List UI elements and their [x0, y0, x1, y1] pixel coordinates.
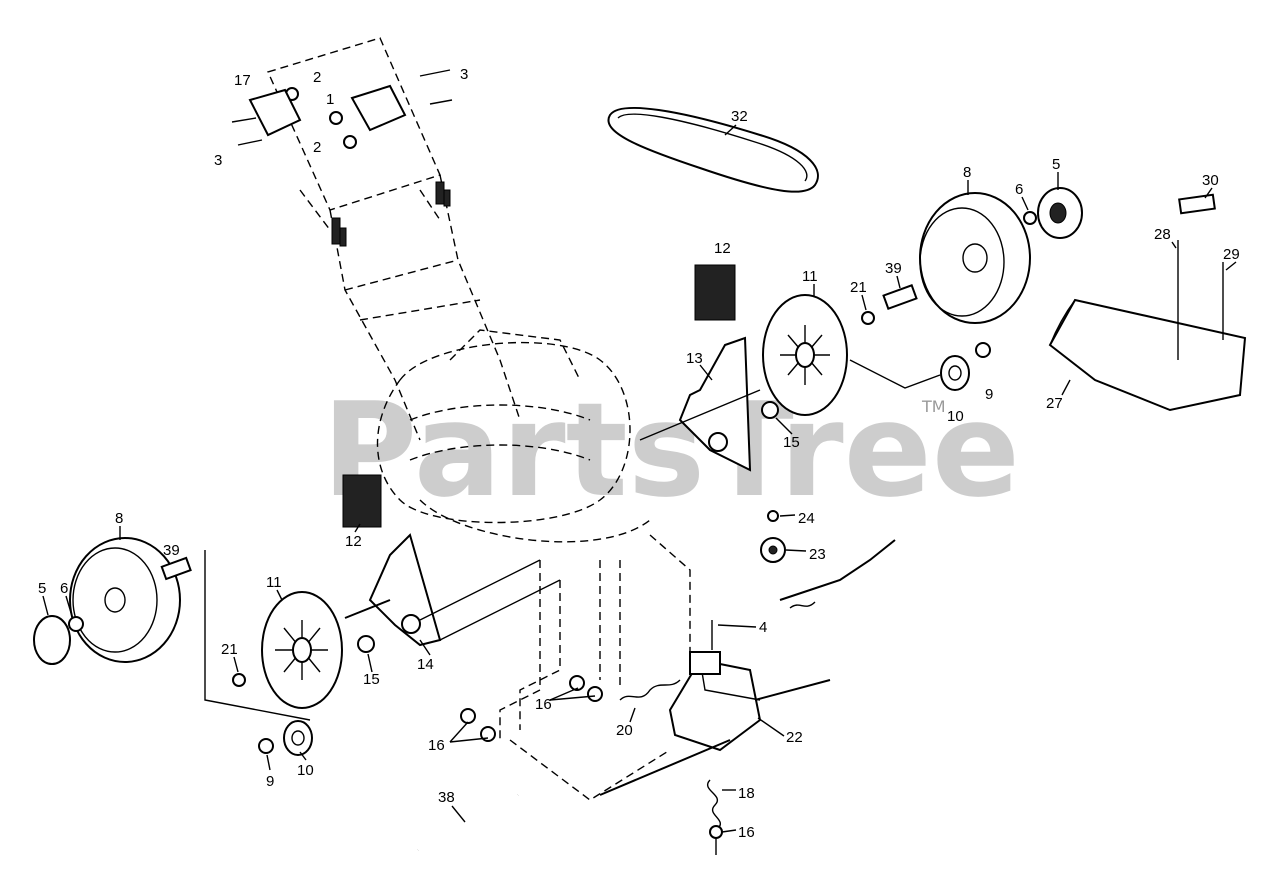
callout-2: 2: [313, 69, 321, 86]
callout-10: 10: [947, 408, 964, 425]
callout-3: 3: [214, 152, 222, 169]
callout-labels: 17 2 3 1 2 3 32 8 5 6 30 28 29 12 39 11 …: [38, 66, 1240, 841]
callout-20: 20: [616, 722, 633, 739]
callout-28: 28: [1154, 226, 1171, 243]
callout-4: 4: [759, 619, 767, 636]
left-wheel-cover: [232, 591, 343, 709]
callout-29: 29: [1223, 246, 1240, 263]
right-wheel-cover: [762, 294, 848, 416]
callout-5: 5: [38, 580, 46, 597]
right-height-adjuster: [678, 264, 752, 472]
callout-23: 23: [809, 546, 826, 563]
callout-9: 9: [266, 773, 274, 790]
right-wheel: [861, 187, 1083, 325]
callout-27: 27: [1046, 395, 1063, 412]
fasteners: [231, 69, 453, 149]
callout-21: 21: [850, 279, 867, 296]
drive-belt: [607, 106, 819, 193]
callout-32: 32: [731, 108, 748, 125]
transmission-assembly: [509, 510, 896, 855]
callout-14: 14: [417, 656, 434, 673]
callout-9: 9: [985, 386, 993, 403]
callout-5: 5: [1052, 156, 1060, 173]
callout-8: 8: [963, 164, 971, 181]
callout-6: 6: [60, 580, 68, 597]
callout-12: 12: [345, 533, 362, 550]
callout-17: 17: [234, 72, 251, 89]
rear-flap: [1048, 193, 1247, 412]
callout-15: 15: [363, 671, 380, 688]
callout-8: 8: [115, 510, 123, 527]
callout-3: 3: [460, 66, 468, 83]
axle-lines: [204, 359, 941, 740]
callout-16: 16: [535, 696, 552, 713]
callout-11: 11: [802, 268, 818, 285]
callout-30: 30: [1202, 172, 1219, 189]
watermark-text: PartsTree: [322, 374, 1020, 526]
callout-11: 11: [266, 574, 282, 591]
rod-inner: [416, 792, 520, 853]
callout-38: 38: [438, 789, 455, 806]
callout-16: 16: [738, 824, 755, 841]
callout-39: 39: [163, 542, 180, 559]
left-gear-and-clip: [258, 635, 375, 756]
callout-13: 13: [686, 350, 703, 367]
right-gear-and-clip: [761, 342, 991, 419]
callout-1: 1: [326, 91, 334, 108]
callout-18: 18: [738, 785, 755, 802]
left-height-adjuster: [342, 474, 442, 647]
callout-15: 15: [783, 434, 800, 451]
callout-24: 24: [798, 510, 815, 527]
callout-12: 12: [714, 240, 731, 257]
leader-lines: [42, 124, 1237, 833]
callout-16: 16: [428, 737, 445, 754]
engine-outline: [376, 329, 651, 543]
callout-6: 6: [1015, 181, 1023, 198]
nuts: [460, 675, 603, 742]
callout-22: 22: [786, 729, 803, 746]
callout-39: 39: [885, 260, 902, 277]
callout-2: 2: [313, 139, 321, 156]
callout-10: 10: [297, 762, 314, 779]
watermark-trademark: TM: [921, 397, 946, 416]
handle-assembly: [267, 37, 521, 441]
callout-21: 21: [221, 641, 238, 658]
left-wheel: [33, 537, 192, 665]
